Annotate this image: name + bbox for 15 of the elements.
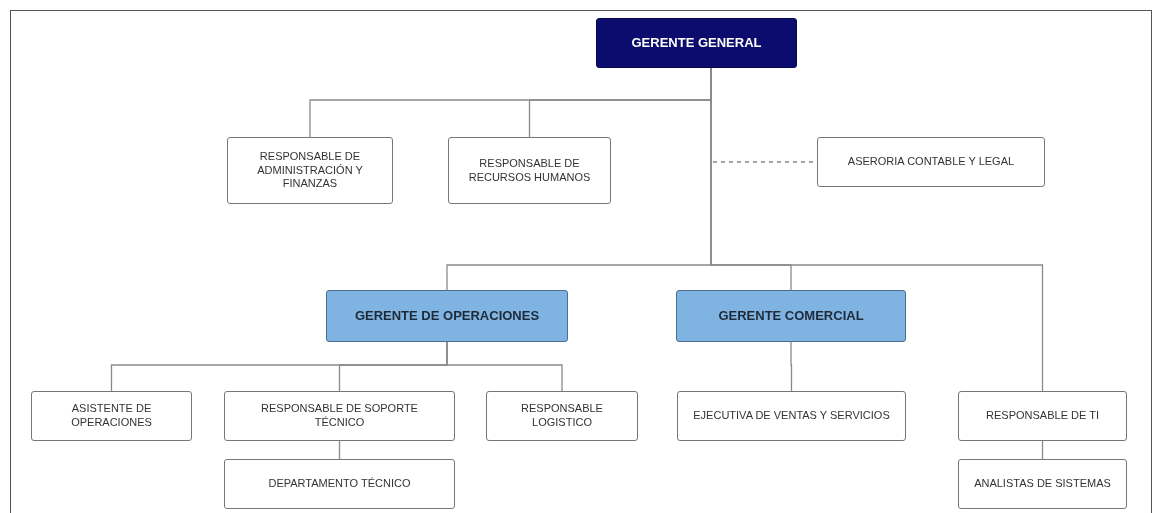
top-manager-box: GERENTE GENERAL bbox=[596, 18, 797, 68]
role-box: RESPONSABLE DE SOPORTE TÉCNICO bbox=[224, 391, 455, 441]
role-box: RESPONSABLE DE TI bbox=[958, 391, 1127, 441]
role-box: EJECUTIVA DE VENTAS Y SERVICIOS bbox=[677, 391, 906, 441]
role-box: RESPONSABLE DE ADMINISTRACIÓN Y FINANZAS bbox=[227, 137, 393, 204]
role-box: ASISTENTE DE OPERACIONES bbox=[31, 391, 192, 441]
role-box: RESPONSABLE LOGISTICO bbox=[486, 391, 638, 441]
connector-line bbox=[790, 341, 793, 392]
role-box: ASERORIA CONTABLE Y LEGAL bbox=[817, 137, 1045, 187]
manager-box: GERENTE COMERCIAL bbox=[676, 290, 906, 342]
role-box: RESPONSABLE DE RECURSOS HUMANOS bbox=[448, 137, 611, 204]
connector-line bbox=[446, 341, 563, 392]
role-box: DEPARTAMENTO TÉCNICO bbox=[224, 459, 455, 509]
role-box: ANALISTAS DE SISTEMAS bbox=[958, 459, 1127, 509]
manager-box: GERENTE DE OPERACIONES bbox=[326, 290, 568, 342]
